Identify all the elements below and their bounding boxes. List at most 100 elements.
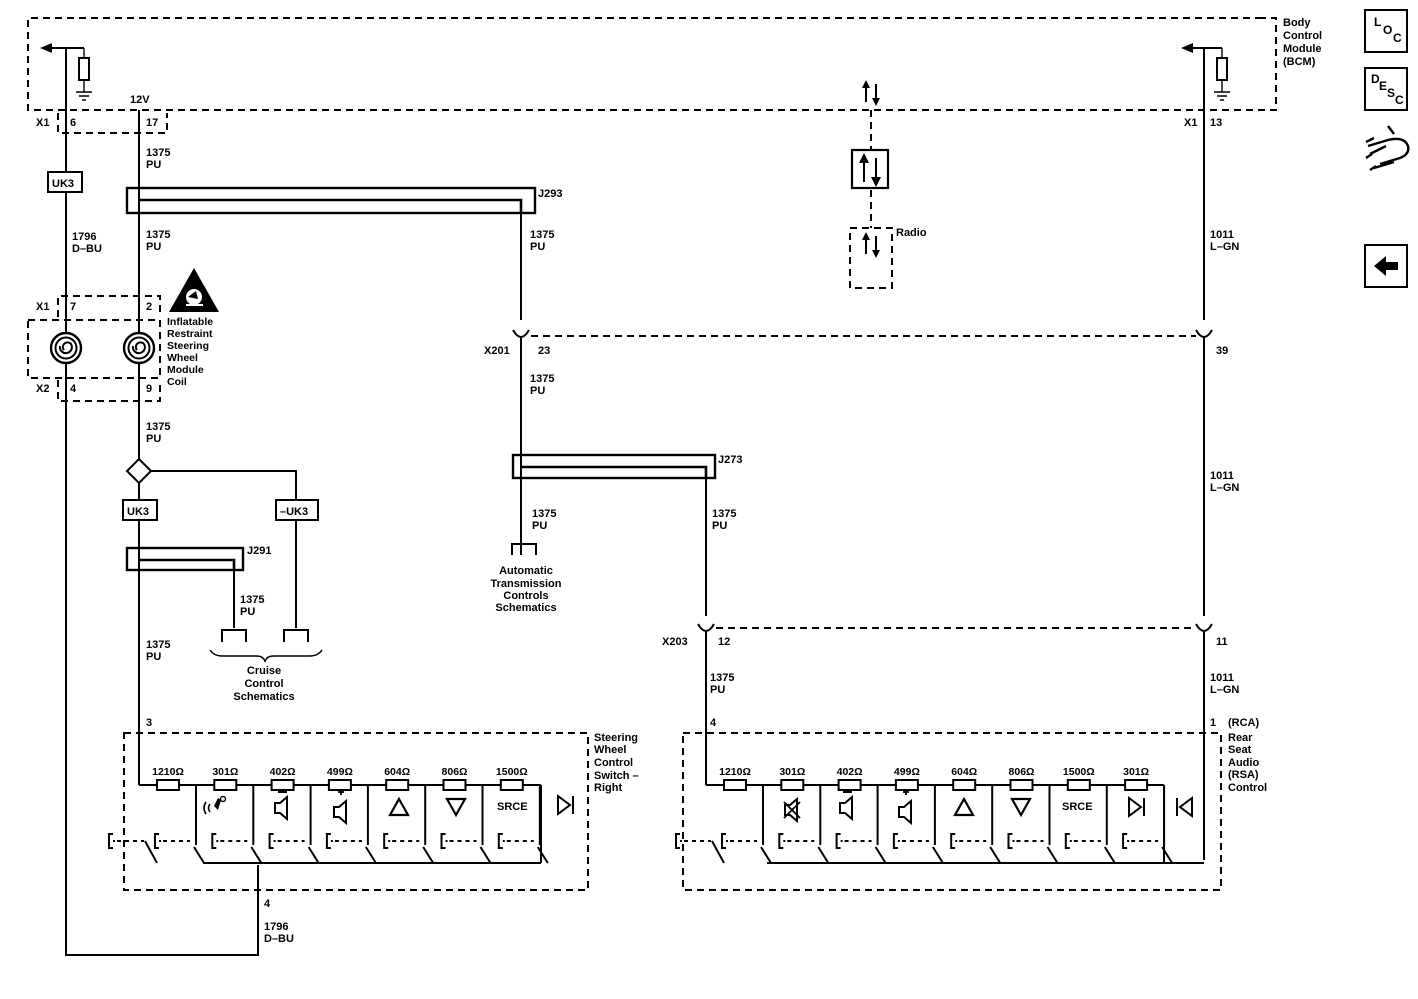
swc-resistor-3 xyxy=(327,779,352,791)
wire-1011-lgn: 1011 L–GN 39 1011 L–GN 11 1011 L–GN xyxy=(1195,48,1239,860)
pin-2: 2 xyxy=(146,301,152,313)
swc-label-1: Steering xyxy=(594,732,638,744)
pin-17: 17 xyxy=(146,117,158,129)
swc-contact-4 xyxy=(383,833,421,849)
rear-seat-audio-control: 4 1 (RCA) Rear Seat Audio (RSA) Control … xyxy=(675,717,1267,891)
location-view-button[interactable]: L O C xyxy=(1364,9,1408,53)
bcm-label-4: (BCM) xyxy=(1283,56,1316,68)
previous-icon-rsa xyxy=(1176,796,1193,818)
wire-1375-pu-left: 1375 PU 1375 PU 1375 PU xyxy=(138,110,170,460)
seek-up-icon-rsa xyxy=(953,796,975,817)
description-view-button[interactable]: D E S C xyxy=(1364,67,1408,111)
pin-12: 12 xyxy=(718,636,730,648)
wire-1375-code-b: 1375 xyxy=(146,229,170,241)
pin-4-swc: 4 xyxy=(264,898,271,910)
swc-switch-0 xyxy=(193,835,205,864)
srce-label-left: SRCE xyxy=(497,801,528,813)
wire-1011-code-b: 1011 xyxy=(1210,470,1234,482)
bcm-label-1: Body xyxy=(1283,17,1311,29)
back-button[interactable] xyxy=(1364,244,1408,288)
wire-1796-color-bottom: D–BU xyxy=(264,933,294,945)
rsa-resistor-value-1: 301Ω xyxy=(779,766,805,778)
coil-label-3: Steering xyxy=(167,340,209,352)
wire-1375-code-a: 1375 xyxy=(146,147,170,159)
swc-contact-1 xyxy=(211,833,249,849)
x1-label-right: X1 xyxy=(1184,117,1197,129)
cruise-ref-1: Cruise xyxy=(247,665,281,677)
bcm-module: Body Control Module (BCM) xyxy=(27,17,1322,111)
wire-1375-color-c: PU xyxy=(146,433,161,445)
wire-1011-color-c: L–GN xyxy=(1210,684,1239,696)
pin-39: 39 xyxy=(1216,345,1228,357)
swc-label-4: Switch – xyxy=(594,770,639,782)
rsa-switch-2 xyxy=(874,835,887,864)
bcm-label-3: Module xyxy=(1283,43,1322,55)
rsa-resistor-7 xyxy=(1124,779,1149,791)
swc-resistor-value-4: 604Ω xyxy=(384,766,410,778)
rsa-label-5: (RSA) xyxy=(1228,769,1259,781)
swc-contact-6 xyxy=(497,833,535,849)
coil-label-2: Restraint xyxy=(167,328,213,340)
splice-j291-label: J291 xyxy=(247,545,271,557)
swc-switch-first xyxy=(144,840,158,864)
pin-23: 23 xyxy=(538,345,550,357)
seek-down-icon xyxy=(445,797,467,818)
pin-3: 3 xyxy=(146,717,152,729)
swc-contact-3 xyxy=(325,833,363,849)
connector-end-view-button[interactable] xyxy=(1364,124,1414,176)
rsa-label-2: Rear xyxy=(1228,732,1253,744)
wire-1375-code-e: 1375 xyxy=(146,639,170,651)
rsa-label-3: Seat xyxy=(1228,744,1252,756)
rsa-resistor-3 xyxy=(894,779,919,791)
swc-resistor-1 xyxy=(213,779,238,791)
wire-1375-color-h: PU xyxy=(532,520,547,532)
swc-resistor-6 xyxy=(499,779,524,791)
swc-resistor-value-5: 806Ω xyxy=(442,766,468,778)
inflatable-restraint-coil: X1 7 2 X2 4 9 Inflatable Restraint Steer… xyxy=(27,295,213,402)
bcm-label-2: Control xyxy=(1283,30,1322,42)
swc-switch-3 xyxy=(365,835,377,864)
rsa-resistor-value-3: 499Ω xyxy=(894,766,920,778)
x1-connector-bcm-left: X1 6 17 12V xyxy=(36,94,168,134)
wire-1375-pu-center: 1375 PU X201 23 1375 PU xyxy=(484,213,554,455)
wire-1375-color-d: PU xyxy=(240,606,255,618)
wire-1375-color-b: PU xyxy=(146,241,161,253)
swc-resistor-5 xyxy=(442,779,467,791)
desc-letter-s: S xyxy=(1387,86,1396,100)
rsa-resistor-0 xyxy=(723,779,747,791)
swc-resistor-value-2: 402Ω xyxy=(270,766,296,778)
desc-letter-c: C xyxy=(1395,93,1404,107)
loc-letter-o: O xyxy=(1383,23,1393,37)
rsa-contact-first xyxy=(675,833,712,849)
srce-label-right: SRCE xyxy=(1062,801,1093,813)
rsa-resistor-value-6: 1500Ω xyxy=(1063,766,1095,778)
x201-label: X201 xyxy=(484,345,510,357)
swc-contact-first xyxy=(108,833,145,849)
rsa-switch-1 xyxy=(817,835,830,864)
next-icon-rsa xyxy=(1128,796,1145,818)
x203-label: X203 xyxy=(662,636,688,648)
wire-1375-color-f: PU xyxy=(530,241,545,253)
wire-1375-code-f: 1375 xyxy=(530,229,554,241)
rsa-label-1: (RCA) xyxy=(1228,717,1259,729)
wire-1796-code-bottom: 1796 xyxy=(264,921,288,933)
coil-label-1: Inflatable xyxy=(167,316,213,328)
cruise-control-ref: Cruise Control Schematics xyxy=(209,629,323,703)
x1-connector-bcm-right: X1 13 xyxy=(1184,117,1222,129)
option-split-uk3: UK3 –UK3 xyxy=(122,457,319,628)
rsa-switch-4 xyxy=(989,835,1002,864)
x2-label: X2 xyxy=(36,383,49,395)
wire-1796-color: D–BU xyxy=(72,243,102,255)
rsa-contact-4 xyxy=(950,833,988,849)
swc-resistor-value-3: 499Ω xyxy=(327,766,353,778)
splice-j273-label: J273 xyxy=(718,454,742,466)
rsa-resistor-5 xyxy=(1009,779,1034,791)
swc-switch-2 xyxy=(307,835,320,864)
wire-1375-color-a: PU xyxy=(146,159,161,171)
swc-switch-1 xyxy=(250,835,263,864)
wire-1375-code-h: 1375 xyxy=(532,508,556,520)
x1-label-coil: X1 xyxy=(36,301,49,313)
rsa-contact-3 xyxy=(892,833,930,849)
splice-j273: J273 1375 PU 1375 PU xyxy=(511,453,742,616)
pin-6: 6 xyxy=(70,117,76,129)
